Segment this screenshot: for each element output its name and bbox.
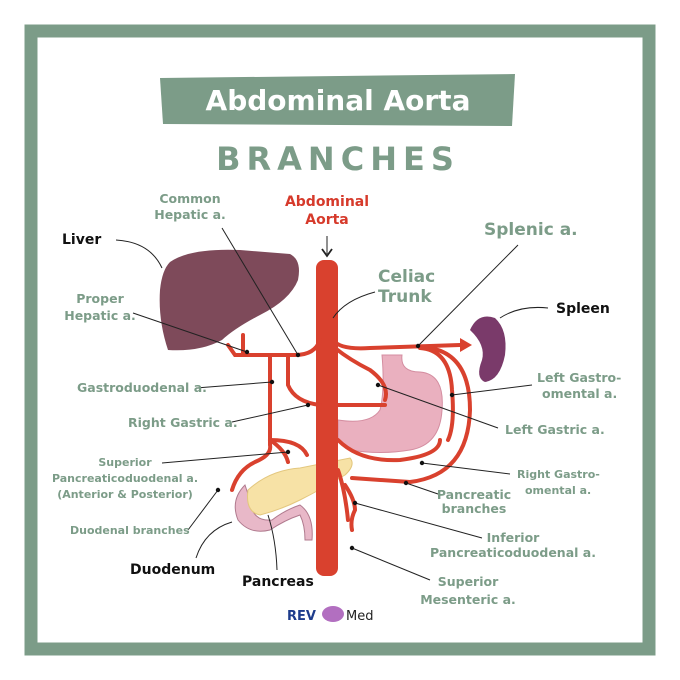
label-sup-pd-3: (Anterior & Posterior) [57, 488, 193, 501]
logo-rev: REV [287, 609, 316, 624]
organ-label-pancreas: Pancreas [242, 574, 314, 590]
label-celiac-2: Trunk [378, 287, 432, 307]
logo-med: Med [346, 609, 373, 624]
label-sup-pd-2: Pancreaticoduodenal a. [52, 472, 198, 485]
title-banner [160, 74, 515, 126]
label-right-gastroomental-1: Right Gastro- [517, 468, 600, 481]
frame-border [24, 24, 656, 656]
label-common-hepatic-2: Hepatic a. [154, 207, 226, 222]
label-celiac-1: Celiac [378, 267, 435, 287]
label-right-gastroomental-2: omental a. [525, 484, 591, 497]
brain-icon [322, 606, 344, 622]
duodenum-illustration [234, 484, 313, 541]
label-splenic: Splenic a. [484, 220, 578, 240]
aorta-label-line2: Aorta [305, 212, 349, 228]
label-gastroduodenal: Gastroduodenal a. [77, 380, 207, 395]
spleen-illustration [470, 316, 506, 382]
page-subtitle: BRANCHES [216, 140, 460, 178]
organ-label-liver: Liver [62, 232, 101, 248]
page-title: Abdominal Aorta [206, 84, 471, 117]
organ-label-duodenum: Duodenum [130, 562, 215, 578]
arteries [226, 333, 473, 532]
label-proper-hepatic-1: Proper [76, 291, 124, 306]
stomach-illustration [337, 354, 443, 453]
organ-label-spleen: Spleen [556, 301, 610, 317]
label-common-hepatic-1: Common [159, 191, 220, 206]
label-left-gastric: Left Gastric a. [505, 422, 605, 437]
label-proper-hepatic-2: Hepatic a. [64, 308, 136, 323]
label-pancreatic-branches-1: Pancreatic [437, 487, 511, 502]
label-sup-mesenteric-1: Superior [438, 574, 499, 589]
label-sup-mesenteric-2: Mesenteric a. [420, 592, 516, 607]
label-duodenal-branches: Duodenal branches [70, 524, 190, 537]
pointer-lines [115, 227, 549, 581]
abdominal-aorta [316, 260, 338, 576]
aorta-label-line1: Abdominal [285, 194, 369, 210]
label-left-gastroomental-2: omental a. [542, 386, 617, 401]
label-inf-pd-1: Inferior [487, 530, 541, 545]
label-pancreatic-branches-2: branches [442, 501, 507, 516]
revmed-logo: REV Med [287, 606, 373, 624]
label-left-gastroomental-1: Left Gastro- [537, 370, 621, 385]
label-right-gastric: Right Gastric a. [128, 415, 238, 430]
liver-illustration [159, 249, 299, 351]
label-inf-pd-2: Pancreaticoduodenal a. [430, 545, 596, 560]
label-sup-pd-1: Superior [98, 456, 152, 469]
